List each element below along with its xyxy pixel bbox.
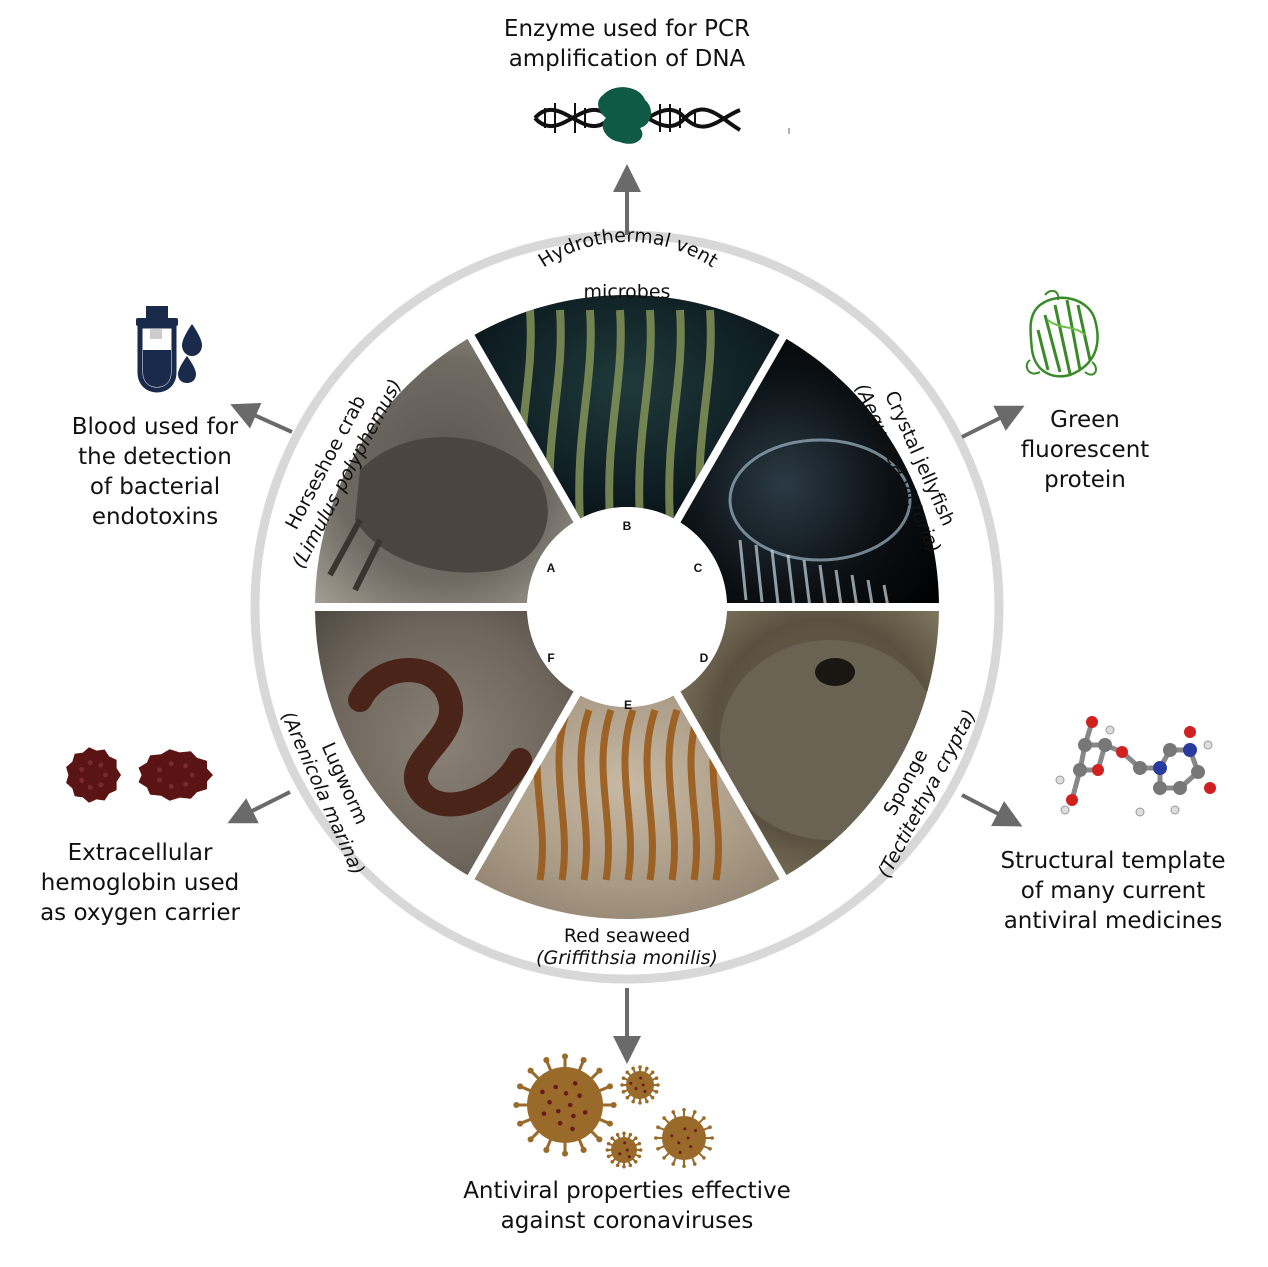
- arrow-top-left: [230, 402, 293, 434]
- label-e-common: Red seaweed: [564, 925, 690, 947]
- vent-chimney-5: [635, 309, 655, 519]
- molecule-icon: [1055, 716, 1216, 817]
- outcome-top-left-line1: Blood used for: [71, 414, 239, 440]
- vent-chimney-3: [575, 309, 595, 519]
- center-hub: [527, 507, 727, 707]
- seaweed-branch-6: [643, 708, 659, 881]
- outcome-top-line1: Enzyme used for PCR: [503, 16, 751, 42]
- seaweed-branch-4: [599, 708, 615, 881]
- outcome-bottom-left-line2: hemoglobin used: [40, 870, 240, 896]
- jellyfish-tentacle-9: [866, 579, 876, 604]
- jellyfish-tentacle-10: [882, 584, 892, 604]
- segment-letter-b: B: [623, 519, 632, 533]
- hemo2-subunit: [189, 772, 195, 778]
- jellyfish-tentacle-5: [802, 559, 812, 604]
- hemo1-subunit: [87, 784, 93, 790]
- virus-particle-3: [654, 1108, 714, 1168]
- hemoglobin-icon: [66, 747, 213, 803]
- hemo1-subunit: [87, 760, 93, 766]
- jellyfish-tentacle-6: [818, 564, 828, 604]
- jellyfish-tentacle-1: [738, 539, 748, 601]
- outcome-top-right-line2: fluorescent: [1020, 437, 1150, 463]
- segment-letter-e: E: [624, 698, 632, 712]
- vent-chimney-4: [605, 309, 625, 519]
- jellyfish-tentacle-7: [834, 569, 844, 604]
- crab-tail: [327, 518, 383, 592]
- segment-letter-f: F: [547, 651, 554, 665]
- outcome-top-left: Blood used for the detection of bacteria…: [60, 412, 250, 532]
- hemo2-subunit: [183, 781, 189, 787]
- hemo2-shape: [138, 749, 213, 801]
- jellyfish-tentacle-3: [770, 549, 780, 604]
- outcome-top: Enzyme used for PCR amplification of DNA: [487, 14, 767, 74]
- segment-letter-d: D: [700, 651, 709, 665]
- hemo2-subunit: [157, 777, 163, 783]
- outcome-bottom-right-line3: antiviral medicines: [1003, 908, 1223, 934]
- virus-particle-1: [513, 1053, 617, 1157]
- jellyfish-tentacle-2: [754, 544, 764, 603]
- hemo1-subunit: [98, 782, 104, 788]
- seaweed-branch-7: [665, 708, 681, 881]
- hemo2-subunit: [168, 761, 174, 767]
- arrow-bottom-left: [227, 790, 291, 824]
- segment-letter-c: C: [694, 561, 703, 575]
- outcome-bottom-right: Structural template of many current anti…: [993, 846, 1233, 936]
- arrow-bottom-right: [961, 793, 1023, 827]
- gfp-protein-icon: [1025, 289, 1099, 378]
- coronavirus-icon: [513, 1053, 714, 1169]
- virus-particle-4: [605, 1131, 643, 1169]
- outcome-bottom-left: Extracellular hemoglobin used as oxygen …: [30, 838, 250, 928]
- outcome-top-right: Green fluorescent protein: [995, 405, 1175, 495]
- hemo2-subunit: [157, 767, 163, 773]
- jellyfish-tentacle-8: [850, 574, 860, 604]
- dna-polymerase-icon: [533, 87, 790, 144]
- blood-tube-icon: [136, 306, 202, 393]
- hemo1-subunit: [103, 772, 109, 778]
- seaweed-branch-2: [555, 708, 571, 881]
- label-e-species: (Griffithsia monilis): [536, 947, 718, 969]
- outcome-bottom-line2: against coronaviruses: [500, 1208, 754, 1234]
- jellyfish-bell: [728, 438, 912, 562]
- label-e: Red seaweed (Griffithsia monilis): [536, 925, 718, 969]
- outcome-bottom-left-line3: as oxygen carrier: [40, 900, 240, 926]
- arrow-top-right: [961, 405, 1025, 439]
- vent-chimney-6: [665, 309, 685, 519]
- outcome-bottom-line1: Antiviral properties effective: [463, 1178, 791, 1204]
- sponge-osculum: [815, 658, 855, 686]
- outcome-top-right-line3: protein: [1044, 467, 1126, 493]
- jellyfish-tentacle-4: [786, 554, 796, 604]
- segment-letter-a: A: [547, 561, 556, 575]
- outcome-bottom: Antiviral properties effective against c…: [457, 1176, 797, 1236]
- hemo1-subunit: [79, 767, 85, 773]
- outcome-top-left-line3: of bacterial: [89, 474, 221, 500]
- outcome-bottom-right-line1: Structural template: [1000, 848, 1226, 874]
- outcome-top-left-line2: the detection: [78, 444, 232, 470]
- outcome-top-left-line4: endotoxins: [91, 504, 219, 530]
- hemo1-shape: [66, 747, 121, 803]
- outcome-top-right-line1: Green: [1050, 407, 1120, 433]
- hemo1-subunit: [79, 777, 85, 783]
- seaweed-branch-5: [621, 708, 637, 881]
- lugworm-body: [348, 658, 532, 817]
- label-b-line2: microbes: [584, 281, 671, 303]
- outcome-bottom-right-line2: of many current: [1020, 878, 1206, 904]
- seaweed-branch-8: [687, 708, 703, 881]
- hemo2-subunit: [168, 783, 174, 789]
- hemo1-subunit: [98, 762, 104, 768]
- outcome-bottom-left-line1: Extracellular: [67, 840, 213, 866]
- crab-shell: [355, 437, 548, 573]
- virus-particle-2: [620, 1065, 660, 1105]
- outcome-top-line2: amplification of DNA: [508, 46, 746, 72]
- photo-segment-c: [680, 338, 939, 604]
- photo-wheel: [315, 295, 939, 920]
- hemo2-subunit: [183, 763, 189, 769]
- seaweed-branch-3: [577, 708, 593, 881]
